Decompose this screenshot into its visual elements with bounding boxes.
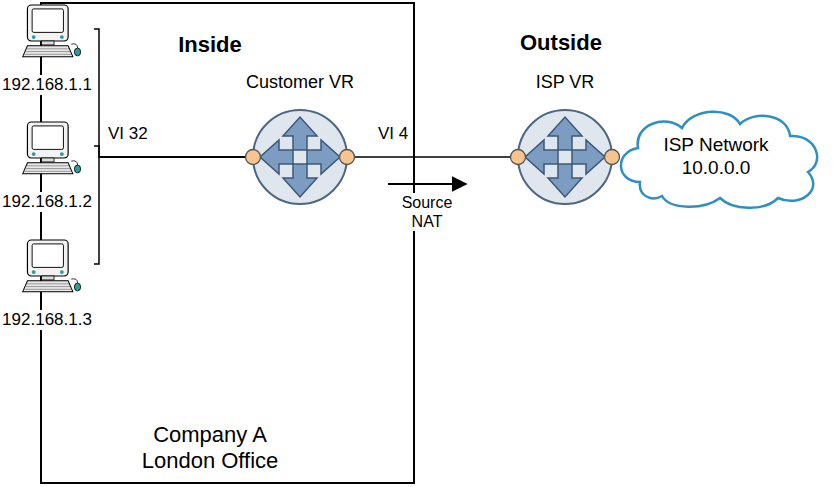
router-name: ISP VR (470, 72, 660, 94)
network-cloud: ISP Network 10.0.0.0 (612, 104, 828, 210)
ip-address: 192.168.1.2 (0, 192, 94, 212)
router-icon (510, 102, 620, 212)
ip-address: 192.168.1.3 (0, 310, 94, 330)
ip-address: 192.168.1.1 (0, 75, 94, 95)
network-link (94, 157, 245, 264)
region-heading: Inside (160, 32, 260, 58)
nat-label: Source NAT (396, 193, 458, 231)
computer-node: 192.168.1.1 (0, 5, 94, 97)
router-node: Customer VR (245, 102, 355, 212)
computer-node: 192.168.1.3 (0, 240, 94, 332)
network-link (94, 146, 245, 157)
computer-icon (0, 240, 94, 312)
router-icon (245, 102, 355, 212)
network-name: ISP Network 10.0.0.0 (651, 134, 781, 180)
router-node: ISP VR (510, 102, 620, 212)
computer-icon (0, 5, 94, 77)
nat-direction-arrow (388, 183, 466, 185)
router-name: Customer VR (205, 72, 395, 94)
interface-label: VI 4 (378, 124, 408, 144)
interface-label: VI 32 (108, 124, 148, 144)
network-link (355, 156, 510, 158)
office-region: 192.168.1.1192.168.1.2192.168.1.3Custome… (40, 2, 415, 484)
office-name: Company A London Office (130, 422, 290, 475)
computer-node: 192.168.1.2 (0, 122, 94, 214)
computer-icon (0, 122, 94, 194)
region-heading: Outside (520, 30, 602, 56)
